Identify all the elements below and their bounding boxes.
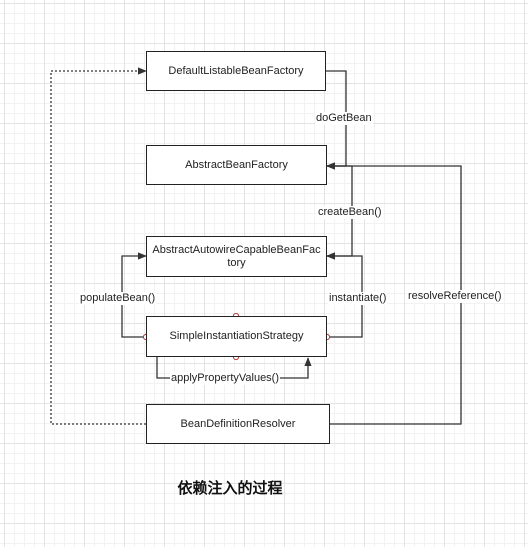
node-label: SimpleInstantiationStrategy [169,330,304,342]
node-label: BeanDefinitionResolver [180,417,296,430]
edge-dotted-return [50,67,147,425]
node-bean-definition-resolver[interactable]: BeanDefinitionResolver [146,404,330,444]
node-label: AbstractAutowireCapableBeanFactory [152,243,321,269]
node-simple-instantiation-strategy[interactable]: SimpleInstantiationStrategy [146,316,327,357]
node-default-listable-bean-factory[interactable]: DefaultListableBeanFactory [146,51,326,91]
diagram-caption: 依赖注入的过程 [177,479,283,497]
label-instantiate: instantiate() [328,292,388,305]
node-label: AbstractBeanFactory [185,158,288,171]
node-abstract-bean-factory[interactable]: AbstractBeanFactory [146,145,327,185]
label-create-bean: createBean() [317,206,383,219]
label-populate-bean: populateBean() [79,292,157,305]
label-apply-property-values: applyPropertyValues() [170,372,281,385]
node-abstract-autowire-capable-bean-factory[interactable]: AbstractAutowireCapableBeanFactory [146,236,327,277]
label-resolve-reference: resolveReference() [407,290,503,303]
node-label: DefaultListableBeanFactory [168,64,304,77]
label-do-get-bean: doGetBean [315,112,373,125]
